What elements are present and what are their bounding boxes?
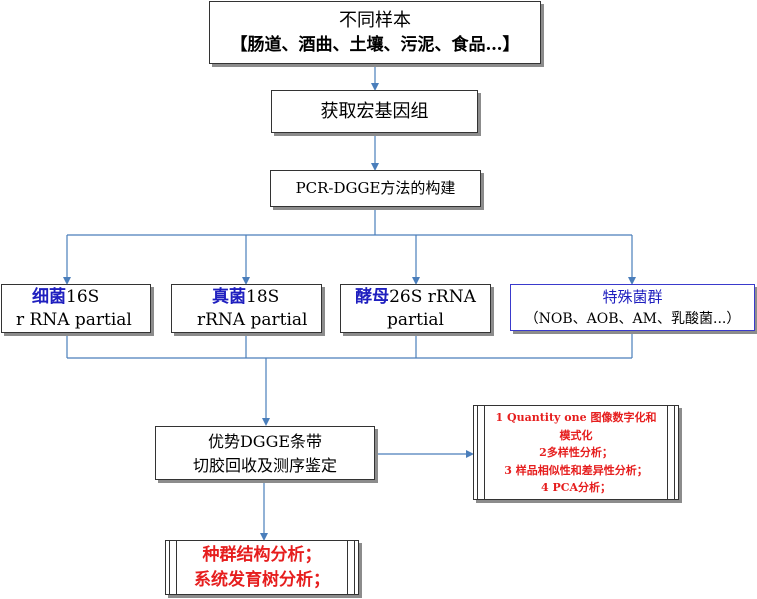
fungi-rrna: rRNA partial	[197, 310, 308, 330]
result-box: 种群结构分析； 系统发育树分析；	[165, 540, 359, 595]
analysis-item-1-cont: 模式化	[559, 428, 593, 442]
method-label: PCR-DGGE方法的构建	[295, 179, 456, 197]
fungi-box: 真菌18S rRNA partial	[171, 284, 322, 333]
special-group-list: （NOB、AOB、AM、乳酸菌...）	[524, 311, 741, 327]
analysis-item-4: 4 PCA分析；	[540, 481, 612, 494]
bacteria-box: 细菌16S r RNA partial	[1, 284, 151, 333]
yeast-26s: 26S rRNA	[389, 287, 476, 307]
yeast-box: 酵母26S rRNA partial	[340, 284, 491, 333]
result-line2: 系统发育树分析；	[194, 570, 330, 590]
analysis-item-3: 3 样品相似性和差异性分析；	[504, 463, 648, 477]
result-right-bar	[347, 541, 355, 594]
dgge-line2: 切胶回收及测序鉴定	[192, 456, 337, 475]
samples-box: 不同样本 【肠道、酒曲、土壤、污泥、食品…】	[209, 1, 541, 64]
fungi-name: 真菌	[212, 287, 246, 307]
bacteria-name: 细菌	[32, 287, 66, 307]
bacteria-16s: 16S	[66, 287, 100, 307]
analysis-left-bar	[477, 406, 485, 499]
analysis-item-2: 2多样性分析；	[539, 446, 613, 459]
samples-subtitle: 【肠道、酒曲、土壤、污泥、食品…】	[230, 35, 520, 55]
metagenome-box: 获取宏基因组	[271, 90, 478, 133]
analysis-item-1: 1 Quantity one 图像数字化和	[495, 411, 657, 424]
result-left-bar	[169, 541, 177, 594]
samples-title: 不同样本	[339, 10, 411, 31]
special-group-name: 特殊菌群	[602, 288, 663, 306]
bacteria-rrna: r RNA partial	[16, 310, 132, 330]
yeast-name: 酵母	[355, 287, 390, 307]
analysis-right-bar	[667, 406, 675, 499]
method-box: PCR-DGGE方法的构建	[270, 170, 481, 207]
fungi-18s: 18S	[246, 287, 280, 307]
metagenome-label: 获取宏基因组	[320, 101, 429, 122]
special-group-box: 特殊菌群 （NOB、AOB、AM、乳酸菌...）	[510, 284, 755, 331]
yeast-partial: partial	[387, 310, 444, 330]
result-line1: 种群结构分析；	[202, 545, 322, 565]
dgge-line1: 优势DGGE条带	[207, 432, 323, 451]
analysis-box: 1 Quantity one 图像数字化和 模式化 2多样性分析； 3 样品相似…	[473, 405, 679, 500]
dgge-box: 优势DGGE条带 切胶回收及测序鉴定	[155, 426, 375, 480]
